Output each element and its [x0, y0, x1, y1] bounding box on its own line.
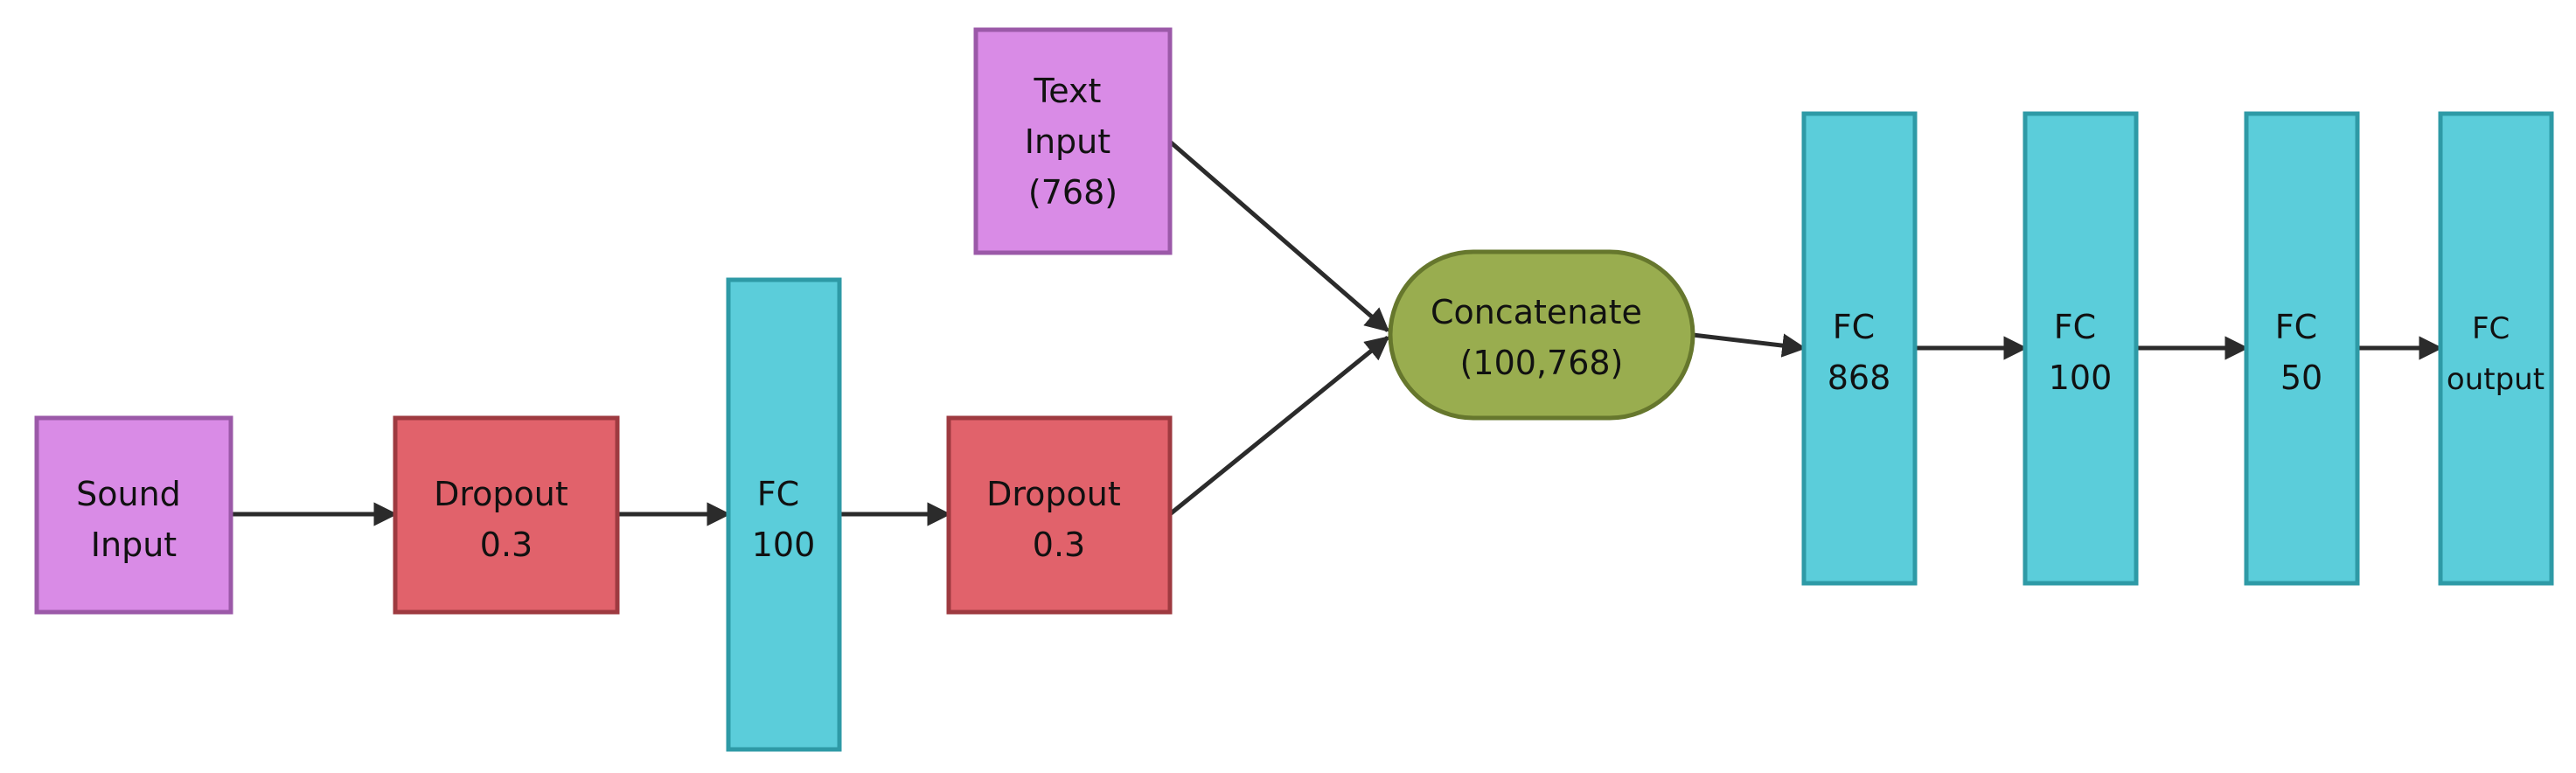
fc-100-a-label: FC 100	[752, 475, 816, 564]
concatenate-node: Concatenate (100,768)	[1388, 249, 1695, 421]
text-input-label-line-2: Input	[1025, 122, 1110, 161]
fc-868-node: FC 868	[1801, 111, 1918, 586]
sound-input-box	[34, 415, 233, 615]
sound-input-label: Sound Input	[76, 475, 191, 564]
concatenate-box	[1388, 249, 1695, 421]
text-input-label-line-1: Text	[1034, 72, 1102, 110]
fc-output-label-line-2: output	[2447, 362, 2545, 397]
dropout-2-box	[946, 415, 1173, 615]
fc-100-a-node: FC 100	[726, 277, 842, 752]
fc-100-a-label-line-2: 100	[752, 526, 816, 564]
edges-layer	[231, 140, 2443, 526]
dropout-2-label-line-2: 0.3	[1033, 526, 1085, 564]
fc-100-b-box	[2023, 111, 2139, 586]
sound-input-node: Sound Input	[34, 415, 233, 615]
text-input-node: Text Input (768)	[973, 27, 1173, 255]
dropout-1-label: Dropout 0.3	[434, 475, 579, 564]
fc-50-label: FC 50	[2275, 308, 2328, 397]
fc-100-b-node: FC 100	[2023, 111, 2139, 586]
text-input-label: Text Input (768)	[1025, 72, 1122, 212]
fc-868-box	[1801, 111, 1918, 586]
fc-50-label-line-1: FC	[2275, 308, 2317, 346]
nodes-layer: Sound Input Dropout 0.3 FC 100 Dropout	[34, 27, 2554, 752]
concatenate-label-line-1: Concatenate	[1431, 293, 1642, 331]
dropout-1-label-line-2: 0.3	[480, 526, 533, 564]
fc-100-a-label-line-1: FC	[757, 475, 799, 513]
fc-output-label-line-1: FC	[2472, 311, 2510, 346]
text-input-label-line-3: (768)	[1028, 173, 1117, 212]
dropout-2-label-line-1: Dropout	[986, 475, 1121, 513]
edge-concatenate-to-fc-868	[1692, 332, 1807, 358]
dropout-2-label: Dropout 0.3	[986, 475, 1131, 564]
concatenate-label-line-2: (100,768)	[1460, 344, 1624, 382]
dropout-2-node: Dropout 0.3	[946, 415, 1173, 615]
text-input-box	[973, 27, 1173, 255]
sound-input-label-line-2: Input	[91, 526, 177, 564]
fc-100-b-label-line-2: 100	[2049, 359, 2113, 397]
fc-output-box	[2438, 111, 2554, 586]
fc-100-b-label-line-1: FC	[2054, 308, 2096, 346]
concatenate-label: Concatenate (100,768)	[1431, 293, 1653, 382]
fc-50-node: FC 50	[2244, 111, 2360, 586]
dropout-1-box	[393, 415, 620, 615]
fc-50-box	[2244, 111, 2360, 586]
fc-868-label: FC 868	[1828, 308, 1891, 397]
sound-input-label-line-1: Sound	[76, 475, 181, 513]
fc-868-label-line-2: 868	[1828, 359, 1891, 397]
fc-100-a-box	[726, 277, 842, 752]
dropout-1-label-line-1: Dropout	[434, 475, 568, 513]
fc-50-label-line-2: 50	[2280, 359, 2322, 397]
edge-text-input-to-concatenate	[1168, 140, 1390, 332]
dropout-1-node: Dropout 0.3	[393, 415, 620, 615]
fc-output-node: FC output	[2438, 111, 2554, 586]
edge-dropout-2-to-concatenate	[1168, 336, 1390, 516]
fc-100-b-label: FC 100	[2049, 308, 2113, 397]
fc-868-label-line-1: FC	[1833, 308, 1875, 346]
fc-output-label: FC output	[2447, 311, 2545, 397]
